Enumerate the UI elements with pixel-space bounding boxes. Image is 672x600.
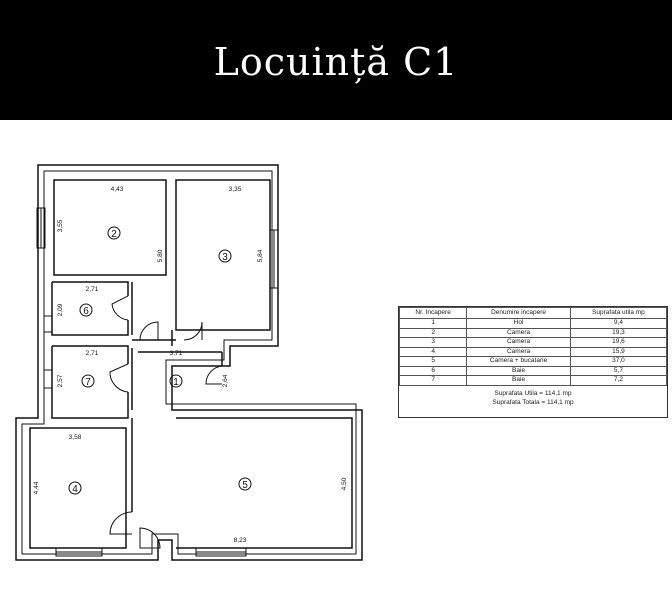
room-name-cell: Hol	[466, 318, 571, 329]
dim-room3-width: 3,35	[229, 186, 242, 193]
room-number-cell: 6	[398, 365, 468, 376]
table-row: 4 Camera 15,9	[398, 346, 668, 357]
room-4-outline	[29, 427, 127, 549]
dim-hall-width: 3,71	[170, 350, 183, 357]
room-2-marker	[107, 226, 121, 240]
window-room7	[43, 369, 53, 389]
hall-wall-2	[138, 351, 223, 366]
dim-room6-width: 2,71	[86, 286, 99, 293]
legend-header-area: Suprafata utila mp	[569, 307, 668, 319]
room-number-cell: 1	[398, 318, 468, 329]
room-7-marker	[81, 374, 95, 388]
room-area-cell: 5,7	[569, 365, 668, 376]
table-row: 7 Baie 7,2	[398, 375, 668, 386]
total-overall-area: Suprafata Totala = 114,1 mp	[492, 398, 574, 406]
table-row: 5 Camera + bucatarie 37,0	[398, 356, 668, 367]
room-6-outline	[51, 281, 129, 336]
door-entry	[139, 527, 161, 549]
room-legend-table: Nr. Incapere Denumire incapere Suprafata…	[398, 306, 668, 418]
room-3-number: 3	[222, 252, 228, 263]
dim-room2-height: 3,55	[57, 219, 64, 232]
table-row: 6 Baie 5,7	[398, 365, 668, 376]
dim-room7-width: 2,71	[86, 350, 99, 357]
dim-room2-wall: 5,80	[157, 249, 164, 262]
room-area-cell: 37,0	[569, 356, 668, 367]
room-name-cell: Baie	[466, 365, 571, 376]
legend-header-number: Nr. Incapere	[398, 307, 468, 319]
room-name-cell: Camera	[466, 337, 571, 348]
title-banner: Locuință C1	[0, 0, 672, 120]
total-useful-area: Suprafata Utila = 114,1 mp	[494, 389, 572, 397]
room-1-marker	[169, 374, 183, 388]
room-name-cell: Camera	[466, 346, 571, 357]
dim-room3-height: 5,84	[257, 249, 264, 262]
table-row: 1 Hol 9,4	[398, 318, 668, 329]
table-row: 3 Camera 19,6	[398, 337, 668, 348]
room-number-cell: 5	[398, 356, 468, 367]
dim-room7-height: 2,57	[57, 374, 64, 387]
room-5-outline	[176, 417, 353, 549]
outer-wall-inner	[21, 170, 357, 555]
window-room6	[43, 315, 53, 333]
door-room7	[109, 363, 129, 393]
room-name-cell: Camera + bucatarie	[466, 356, 571, 367]
room-2-number: 2	[111, 229, 117, 240]
room-number-cell: 3	[398, 337, 468, 348]
room-6-number: 6	[83, 306, 89, 317]
dim-room5-width: 8,23	[234, 537, 247, 544]
room-number-cell: 4	[398, 346, 468, 357]
room-area-cell: 15,9	[569, 346, 668, 357]
dim-room4-height: 4,44	[33, 481, 40, 494]
room-1-number: 1	[173, 377, 179, 388]
room-area-cell: 19,6	[569, 337, 668, 348]
room-4-number: 4	[72, 484, 78, 495]
door-room3	[183, 321, 203, 341]
door-room2	[139, 321, 159, 341]
room-5-marker	[238, 477, 252, 491]
dim-room4-width: 3,58	[69, 434, 82, 441]
legend-header-name: Denumire incapere	[466, 307, 571, 319]
door-hall	[205, 365, 223, 385]
dim-hall-height: 2,64	[222, 374, 229, 387]
legend-header-row: Nr. Incapere Denumire incapere Suprafata…	[398, 307, 668, 319]
room-6-marker	[79, 303, 93, 317]
room-3-marker	[218, 249, 232, 263]
floor-plan: 2 3 6 7 1 4 5 4,43 3,35 2,71 2,71 3,71 3…	[15, 164, 363, 561]
room-number-cell: 7	[398, 375, 468, 386]
door-room6	[111, 295, 129, 321]
table-row: 2 Camera 19,3	[398, 327, 668, 338]
room-number-cell: 2	[398, 327, 468, 338]
room-area-cell: 19,3	[569, 327, 668, 338]
door-room4	[109, 511, 133, 535]
room-2-outline	[53, 179, 167, 276]
hall-wall	[131, 282, 176, 410]
room-area-cell: 7,2	[569, 375, 668, 386]
legend-totals: Suprafata Utila = 114,1 mp Suprafata Tot…	[399, 389, 667, 407]
dim-room2-width: 4,43	[111, 186, 124, 193]
room-name-cell: Baie	[466, 375, 571, 386]
room-7-number: 7	[85, 377, 91, 388]
dim-room5-height: 4,50	[341, 477, 348, 490]
room-5-number: 5	[242, 480, 248, 491]
page-title: Locuință C1	[213, 40, 459, 84]
dim-room6-height: 2,09	[57, 303, 64, 316]
room-4-marker	[68, 481, 82, 495]
room-name-cell: Camera	[466, 327, 571, 338]
room-area-cell: 9,4	[569, 318, 668, 329]
outer-wall	[15, 164, 363, 561]
